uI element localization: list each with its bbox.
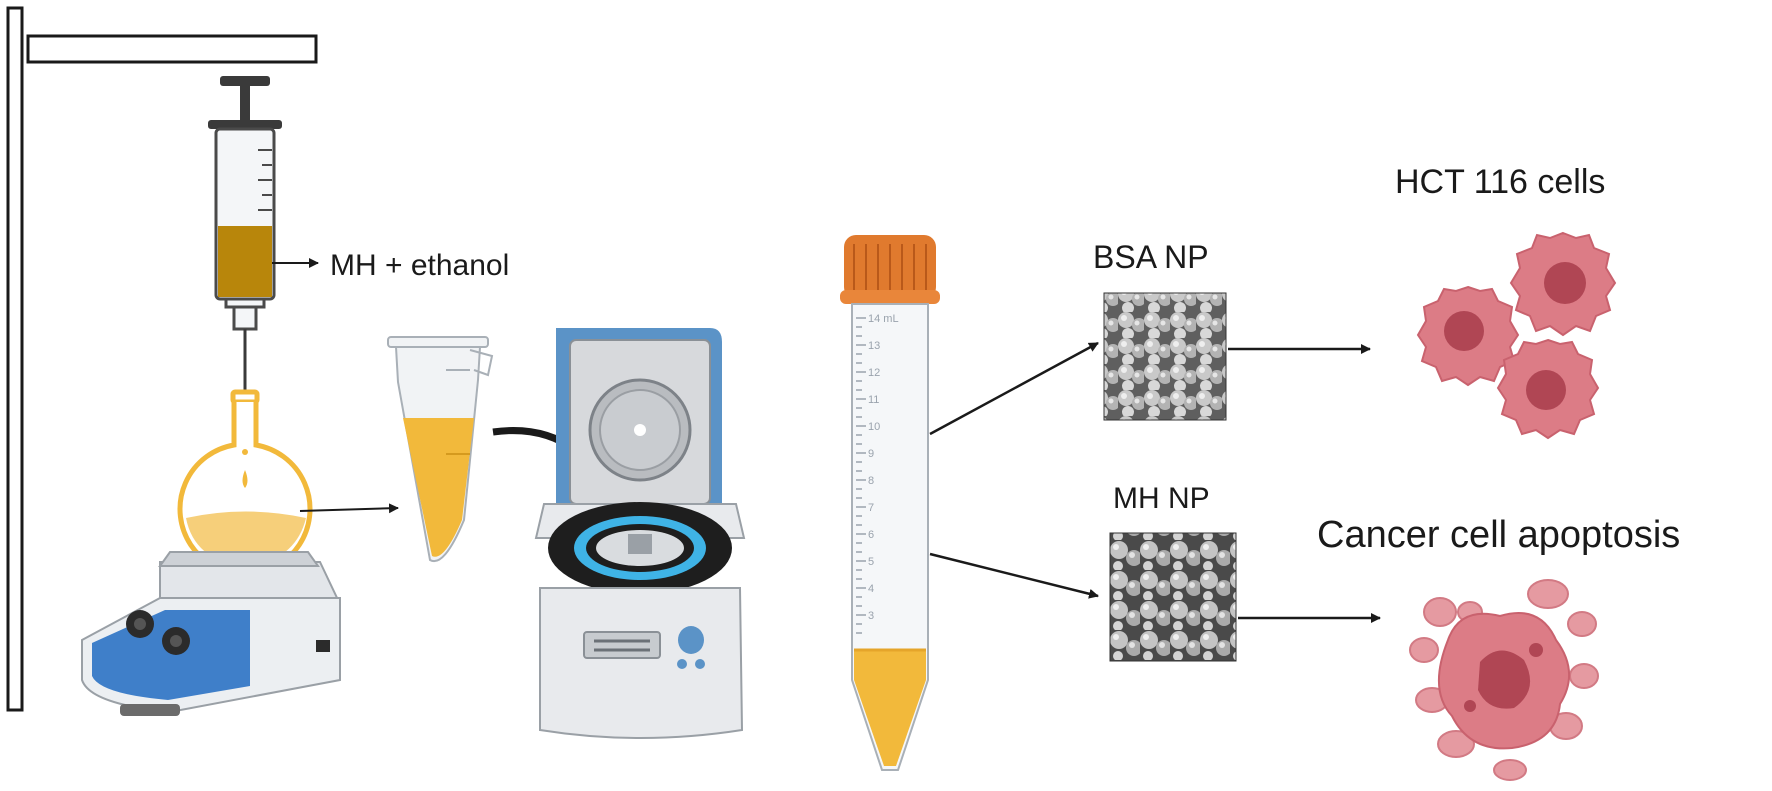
microcentrifuge-tube-icon [387, 336, 494, 563]
flask-to-tube-arrow [299, 503, 399, 514]
centrifuge-icon [534, 328, 746, 739]
apoptosis-label: Cancer cell apoptosis [1317, 514, 1680, 556]
syringe-content-label: MH + ethanol [330, 249, 509, 282]
tube-scale-label: 14 mL [868, 313, 899, 325]
tube-scale-label: 9 [868, 448, 874, 460]
round-bottom-flask-icon [177, 389, 313, 577]
bsa-np-sem-image [1103, 292, 1227, 421]
tube-to-bsa-arrow [929, 341, 1099, 436]
tube-scale-label: 4 [868, 583, 874, 595]
syringe-icon [208, 76, 282, 392]
tube-to-mh-arrow [929, 552, 1099, 599]
tube-scale-label: 10 [868, 421, 880, 433]
tube-scale-label: 5 [868, 556, 874, 568]
stand-pole [6, 6, 24, 712]
tube-scale-label: 3 [868, 610, 874, 622]
tube-scale-label: 7 [868, 502, 874, 514]
hct-cells-label: HCT 116 cells [1395, 163, 1605, 201]
hotplate-stirrer-icon [81, 551, 341, 716]
apoptotic-cell-icon [1409, 579, 1599, 781]
bsa-np-label: BSA NP [1093, 239, 1209, 275]
mh-np-sem-image [1109, 532, 1237, 662]
tube-scale-label: 8 [868, 475, 874, 487]
retort-stand [6, 6, 318, 712]
mh-np-label: MH NP [1113, 482, 1210, 515]
stand-arm [26, 34, 318, 64]
tube-scale-label: 12 [868, 367, 880, 379]
tube-scale-label: 11 [868, 394, 879, 406]
falcon-tube-scale: 14 mL 13 12 11 10 9 8 7 6 5 4 3 [856, 313, 899, 634]
tube-scale-label: 13 [868, 340, 880, 352]
hct-116-cells-icon [1416, 231, 1617, 440]
tube-scale-label: 6 [868, 529, 874, 541]
falcon-tube-icon [840, 235, 940, 771]
